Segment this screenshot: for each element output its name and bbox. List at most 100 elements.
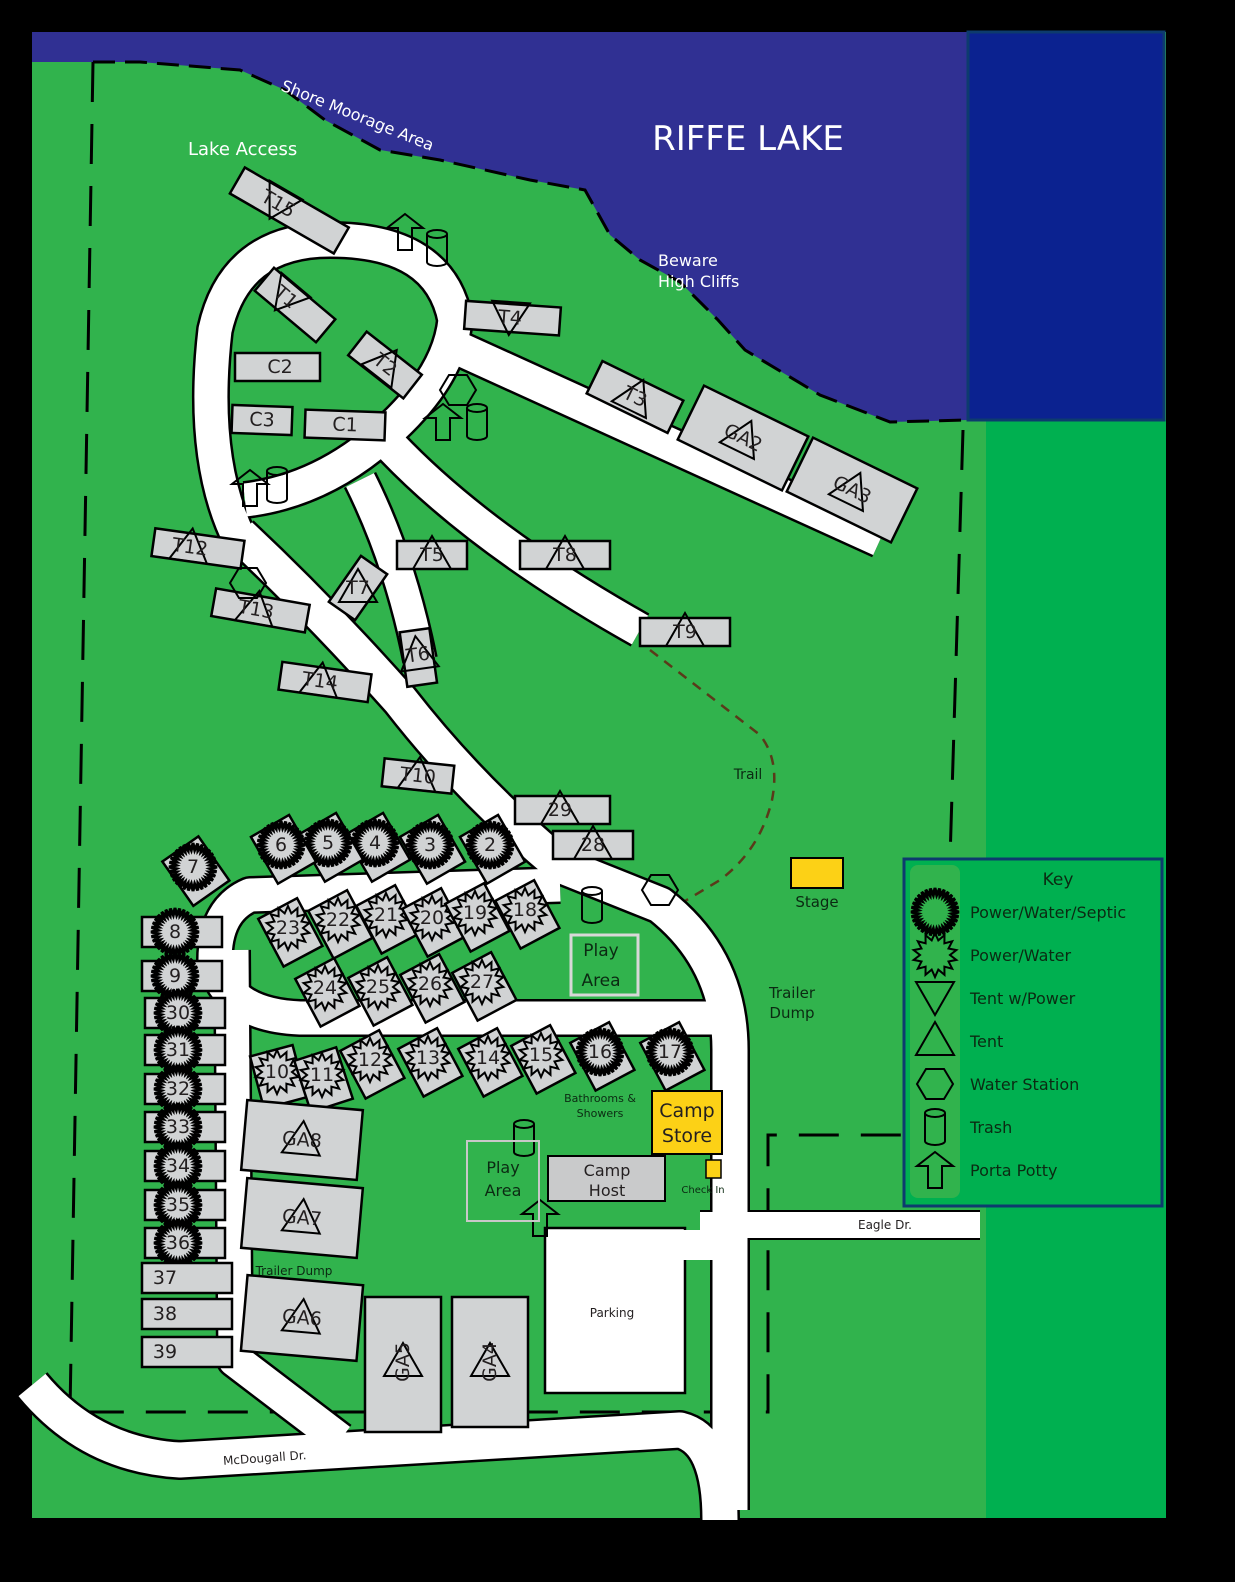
- site-22[interactable]: 22: [298, 880, 378, 962]
- svg-text:13: 13: [416, 1047, 440, 1069]
- site-6[interactable]: 6: [236, 800, 326, 890]
- site-16[interactable]: 16: [556, 1008, 644, 1096]
- site-T9[interactable]: T9: [638, 612, 732, 648]
- site-T3[interactable]: T3: [584, 359, 686, 435]
- svg-text:16: 16: [588, 1041, 612, 1063]
- site-T2[interactable]: T2: [346, 328, 424, 401]
- lake: [32, 32, 968, 422]
- site-T10[interactable]: T10: [380, 753, 456, 795]
- svg-text:37: 37: [153, 1267, 177, 1289]
- key-item: Porta Potty: [916, 1151, 1058, 1189]
- site-34[interactable]: 34: [143, 1141, 227, 1191]
- site-15[interactable]: 15: [501, 1015, 581, 1097]
- power-water-icon: [253, 1047, 301, 1097]
- site-17[interactable]: 17: [626, 1008, 714, 1096]
- site-29[interactable]: 29: [513, 790, 612, 826]
- check-in[interactable]: [705, 1159, 722, 1179]
- power-water-icon: [451, 888, 499, 938]
- site-5[interactable]: 5: [283, 798, 373, 888]
- play-area-upper[interactable]: [569, 933, 640, 997]
- site-27[interactable]: 27: [442, 942, 522, 1024]
- site-T1[interactable]: T1: [252, 266, 338, 344]
- svg-text:T4: T4: [496, 306, 522, 330]
- stage-label: Stage: [795, 893, 838, 911]
- power-water-icon: [314, 895, 362, 945]
- camp-store[interactable]: [651, 1090, 723, 1155]
- site-23[interactable]: 23: [248, 888, 328, 970]
- site-2[interactable]: 2: [445, 800, 535, 890]
- svg-text:31: 31: [166, 1039, 190, 1061]
- site-T13[interactable]: T13: [209, 583, 312, 634]
- svg-text:34: 34: [166, 1155, 190, 1177]
- site-4[interactable]: 4: [330, 798, 420, 888]
- site-GA2[interactable]: GA2: [676, 383, 810, 493]
- power-water-icon: [301, 963, 349, 1013]
- trailer-dump-right-2: Dump: [769, 1004, 814, 1022]
- svg-text:7: 7: [187, 856, 199, 878]
- power-water-septic-icon: [168, 842, 218, 892]
- site-32[interactable]: 32: [143, 1064, 227, 1114]
- svg-text:14: 14: [476, 1047, 500, 1069]
- svg-text:28: 28: [581, 834, 605, 856]
- svg-text:27: 27: [470, 971, 494, 993]
- site-GA6[interactable]: GA6: [239, 1273, 365, 1363]
- site-13[interactable]: 13: [388, 1018, 468, 1100]
- stage[interactable]: [790, 857, 844, 889]
- site-9[interactable]: 9: [140, 951, 224, 1001]
- site-GA7[interactable]: GA7: [239, 1176, 365, 1260]
- site-11[interactable]: 11: [288, 1040, 358, 1114]
- site-T6[interactable]: T6: [395, 626, 441, 689]
- site-GA5[interactable]: GA5: [363, 1295, 443, 1434]
- site-12[interactable]: 12: [330, 1020, 410, 1102]
- key-item: Tent w/Power: [915, 981, 1076, 1016]
- site-GA4[interactable]: GA4: [450, 1295, 530, 1429]
- site-19[interactable]: 19: [435, 873, 515, 955]
- svg-text:23: 23: [276, 917, 300, 939]
- site-T7[interactable]: T7: [320, 550, 393, 625]
- site-C1[interactable]: C1: [303, 408, 387, 442]
- site-21[interactable]: 21: [346, 875, 426, 957]
- site-36[interactable]: 36: [143, 1218, 227, 1268]
- site-8[interactable]: 8: [140, 907, 224, 957]
- power-water-icon: [362, 890, 410, 940]
- site-31[interactable]: 31: [143, 1025, 227, 1075]
- site-7[interactable]: 7: [146, 820, 239, 913]
- site-39[interactable]: 39: [140, 1335, 234, 1369]
- svg-text:29: 29: [548, 799, 572, 821]
- site-38[interactable]: 38: [140, 1297, 234, 1331]
- site-33[interactable]: 33: [143, 1102, 227, 1152]
- svg-text:GA8: GA8: [281, 1127, 323, 1152]
- site-T14[interactable]: T14: [277, 657, 373, 704]
- site-T5[interactable]: T5: [395, 535, 469, 571]
- svg-text:T8: T8: [552, 544, 577, 566]
- power-water-septic-icon: [256, 820, 306, 870]
- play-area-lower[interactable]: [466, 1140, 540, 1222]
- site-C3[interactable]: C3: [230, 403, 294, 437]
- power-water-icon: [406, 959, 454, 1009]
- site-24[interactable]: 24: [285, 948, 365, 1030]
- site-GA3[interactable]: GA3: [785, 435, 919, 545]
- eagle-dr-label: Eagle Dr.: [858, 1218, 912, 1232]
- svg-text:24: 24: [313, 977, 337, 999]
- site-C2[interactable]: C2: [233, 351, 322, 383]
- site-T8[interactable]: T8: [518, 535, 612, 571]
- power-water-icon: [354, 962, 402, 1012]
- site-25[interactable]: 25: [338, 947, 418, 1029]
- site-14[interactable]: 14: [448, 1018, 528, 1100]
- site-3[interactable]: 3: [385, 800, 475, 890]
- svg-text:4: 4: [369, 832, 381, 854]
- site-35[interactable]: 35: [143, 1180, 227, 1230]
- svg-text:18: 18: [513, 899, 537, 921]
- site-26[interactable]: 26: [390, 944, 470, 1026]
- site-T15[interactable]: T15: [228, 165, 351, 256]
- site-GA8[interactable]: GA8: [239, 1098, 365, 1182]
- site-T12[interactable]: T12: [150, 523, 246, 570]
- site-10[interactable]: 10: [245, 1039, 311, 1111]
- site-18[interactable]: 18: [485, 870, 565, 952]
- camp-host[interactable]: [547, 1155, 666, 1202]
- site-37[interactable]: 37: [140, 1261, 234, 1295]
- site-28[interactable]: 28: [551, 825, 635, 861]
- site-T4[interactable]: T4: [462, 299, 563, 339]
- svg-text:36: 36: [166, 1232, 190, 1254]
